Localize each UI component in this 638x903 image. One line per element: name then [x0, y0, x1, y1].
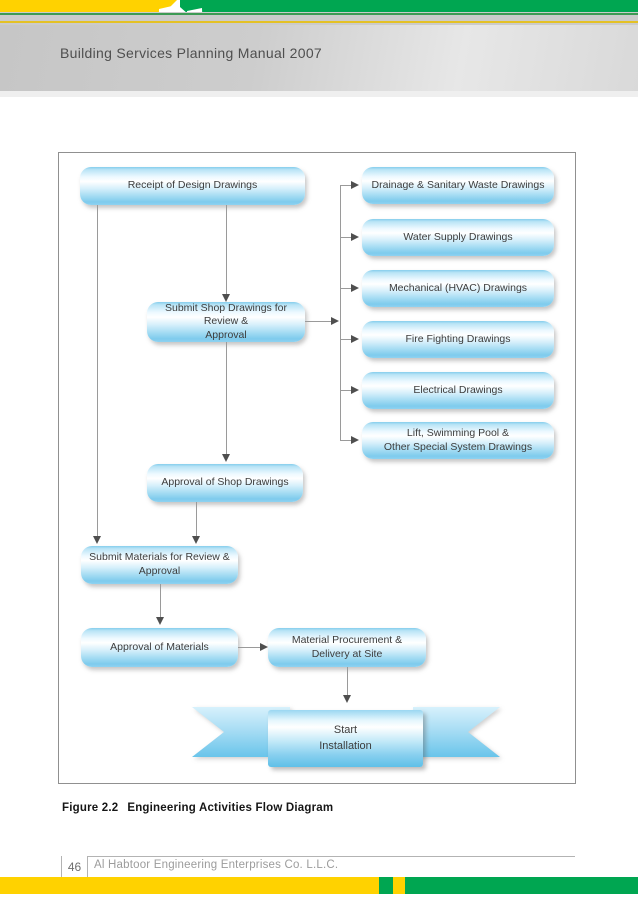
arrowhead-right-icon — [351, 335, 359, 343]
stub-drainage — [340, 185, 351, 186]
arrowhead-right-icon — [351, 386, 359, 394]
arrowhead-down-icon — [93, 536, 101, 544]
connector-submit-shop-to-trunk — [305, 321, 332, 322]
arrowhead-down-icon — [192, 536, 200, 544]
node-fire-fighting-drawings: Fire Fighting Drawings — [362, 321, 554, 358]
footer-company-name: Al Habtoor Engineering Enterprises Co. L… — [94, 859, 339, 871]
thin-green-line — [0, 13, 638, 15]
node-approval-of-shop-drawings: Approval of Shop Drawings — [147, 464, 303, 502]
connector-submit-materials-to-approval-materials — [160, 584, 161, 618]
arrowhead-down-icon — [156, 617, 164, 625]
arrowhead-right-icon — [331, 317, 339, 325]
footer-green-bar — [405, 877, 638, 894]
connector-receipt-to-submit-shop — [226, 205, 227, 295]
header-yellow-bar — [0, 0, 164, 12]
arrowhead-right-icon — [351, 181, 359, 189]
arrowhead-right-icon — [351, 233, 359, 241]
header-gray-band — [0, 25, 638, 91]
node-electrical-drawings: Electrical Drawings — [362, 372, 554, 409]
header-stripe-band — [0, 12, 638, 25]
arrowhead-down-icon — [222, 454, 230, 462]
node-start-installation: Start Installation — [268, 710, 423, 767]
arrowhead-right-icon — [260, 643, 268, 651]
stub-water-supply — [340, 237, 351, 238]
header-light-strip — [0, 91, 638, 97]
stub-mechanical — [340, 288, 351, 289]
ribbon-tails — [192, 707, 500, 757]
arrowhead-down-icon — [343, 695, 351, 703]
connector-receipt-to-submit-materials — [97, 205, 98, 536]
arrowhead-right-icon — [351, 436, 359, 444]
node-approval-of-materials: Approval of Materials — [81, 628, 238, 667]
figure-title: Engineering Activities Flow Diagram — [127, 802, 334, 814]
node-submit-shop-drawings: Submit Shop Drawings for Review & Approv… — [147, 302, 305, 342]
footer-yellow-bar — [0, 877, 379, 894]
page-title: Building Services Planning Manual 2007 — [60, 45, 323, 61]
page-number: 46 — [61, 856, 88, 877]
node-mechanical-hvac-drawings: Mechanical (HVAC) Drawings — [362, 270, 554, 307]
figure-label: Figure 2.2 — [62, 802, 119, 814]
stub-fire-fighting — [340, 339, 351, 340]
stub-electrical — [340, 390, 351, 391]
connector-approval-shop-to-submit-materials — [196, 502, 197, 536]
figure-caption: Figure 2.2 Engineering Activities Flow Di… — [62, 802, 333, 814]
connector-submit-shop-to-approval-shop — [226, 342, 227, 455]
node-submit-materials: Submit Materials for Review & Approval — [81, 546, 238, 584]
diagram-frame — [58, 152, 576, 784]
arrowhead-right-icon — [351, 284, 359, 292]
node-drainage-sanitary-waste-drawings: Drainage & Sanitary Waste Drawings — [362, 167, 554, 204]
connector-right-trunk — [340, 185, 341, 441]
node-water-supply-drawings: Water Supply Drawings — [362, 219, 554, 256]
footer-green-block — [379, 877, 393, 894]
node-receipt-of-design-drawings: Receipt of Design Drawings — [80, 167, 305, 205]
node-material-procurement: Material Procurement & Delivery at Site — [268, 628, 426, 667]
node-lift-swimming-pool-special-systems: Lift, Swimming Pool & Other Special Syst… — [362, 422, 554, 459]
header-green-bar — [187, 0, 638, 12]
stub-lift-pool — [340, 440, 351, 441]
connector-approval-materials-to-procurement — [238, 647, 261, 648]
footer-rule — [61, 856, 575, 857]
connector-procurement-to-start — [347, 667, 348, 695]
arrowhead-down-icon — [222, 294, 230, 302]
thin-yellow-line — [0, 21, 638, 23]
footer-yellow-block — [393, 877, 405, 894]
